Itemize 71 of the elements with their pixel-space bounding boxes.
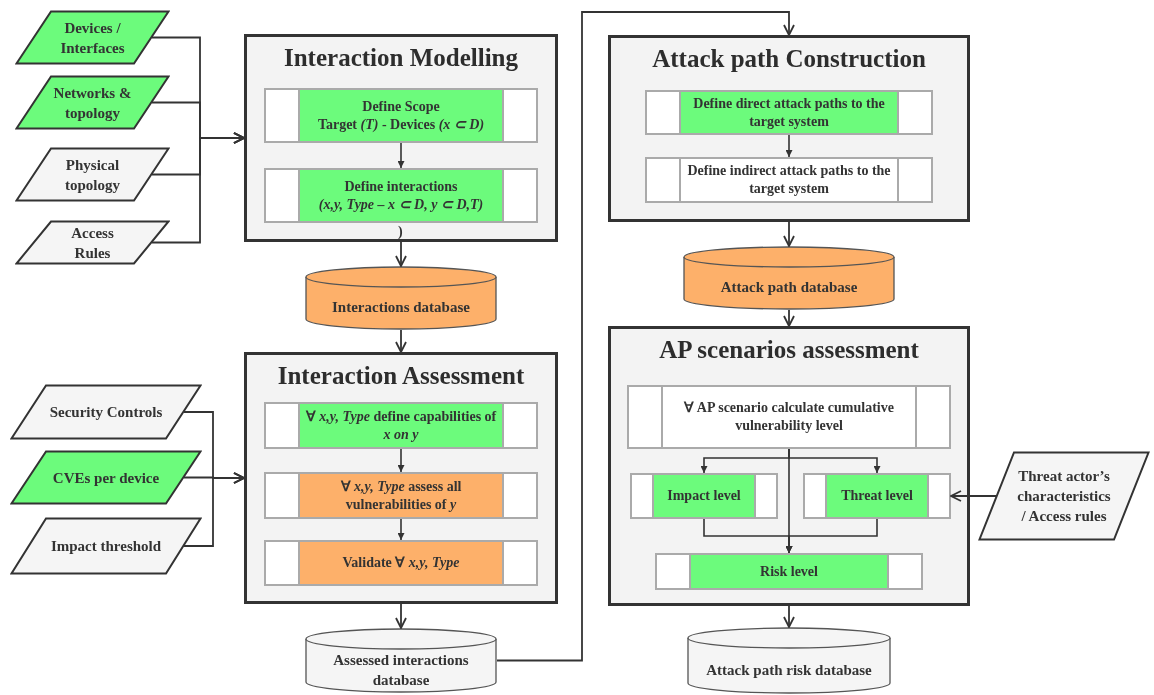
section-title: Interaction Assessment (276, 361, 526, 391)
node-label: Attack path database (720, 278, 858, 297)
node-label: Physical topology (64, 155, 121, 195)
input-parallelogram (10, 517, 202, 575)
arrow (151, 132, 245, 244)
input-parallelogram (15, 75, 170, 130)
process-box (627, 385, 951, 449)
node-label: Devices / Interfaces (59, 18, 126, 58)
input-parallelogram (978, 451, 1150, 541)
process-box (264, 88, 538, 143)
node-label: Attack path risk database (706, 660, 872, 680)
process-group-panel (608, 326, 970, 606)
database-cylinder (683, 246, 895, 310)
arrow (397, 448, 405, 473)
process-box (645, 90, 933, 135)
process-box (803, 473, 951, 519)
arrow (496, 11, 795, 662)
process-group-panel (244, 34, 558, 242)
process-box (264, 402, 538, 449)
arrow (395, 603, 407, 629)
section-title: Interaction Modelling (283, 43, 519, 73)
input-parallelogram (10, 450, 202, 505)
process-box (264, 540, 538, 586)
process-box (630, 473, 778, 519)
section-title: AP scenarios assessment (658, 335, 920, 365)
note-text: ) (398, 224, 403, 240)
arrow (783, 605, 795, 628)
node-label: Impact level (667, 487, 741, 505)
node-label: Networks & topology (53, 83, 132, 123)
process-group-panel (608, 35, 970, 222)
arrow (785, 134, 793, 158)
node-label: Define direct attack paths to the target system (692, 94, 886, 131)
process-box (264, 168, 538, 223)
node-label: ∀ AP scenario calculate cumulative vulnerability level (683, 399, 895, 435)
node-label: Risk level (760, 562, 818, 581)
process-box (264, 472, 538, 519)
node-label: Security Controls (49, 403, 163, 422)
input-parallelogram (15, 147, 170, 202)
node-label: Define interactions (344, 177, 458, 196)
arrow (783, 309, 795, 327)
database-cylinder (305, 266, 497, 330)
node-label: Target (T) - Devices (x ⊂ D) (317, 115, 485, 134)
node-label: CVEs per device (52, 468, 160, 488)
node-label: Threat level (841, 487, 913, 505)
arrow (395, 241, 407, 267)
arrow (950, 490, 997, 502)
process-box (645, 157, 933, 203)
node-label: Threat actor’s characteristics / Access rules (1016, 467, 1112, 526)
node-label: Interactions database (332, 298, 470, 317)
process-group-panel (244, 352, 558, 604)
node-label: Assessed interactions database (332, 650, 470, 690)
input-parallelogram (15, 220, 170, 265)
arrow (397, 142, 405, 169)
node-label: (x,y, Type – x ⊂ D, y ⊂ D,T) (318, 195, 484, 214)
arrow (783, 221, 795, 247)
node-label: ∀ x,y, Type define capabilities of x on y (304, 407, 498, 444)
arrow (395, 329, 407, 353)
node-label: Validate ∀ x,y, Type (342, 554, 460, 572)
section-title: Attack path Construction (651, 44, 927, 74)
input-parallelogram (15, 10, 170, 65)
node-label: Access Rules (70, 223, 115, 263)
arrow (183, 472, 245, 547)
process-box (655, 553, 923, 590)
node-label: Impact threshold (50, 537, 162, 556)
node-label: Define indirect attack paths to the target system (686, 162, 892, 198)
arrow (785, 518, 878, 554)
arrow (397, 518, 405, 541)
database-cylinder (305, 628, 497, 693)
input-parallelogram (10, 384, 202, 440)
node-label: Define Scope (362, 97, 440, 116)
database-cylinder (687, 627, 891, 694)
